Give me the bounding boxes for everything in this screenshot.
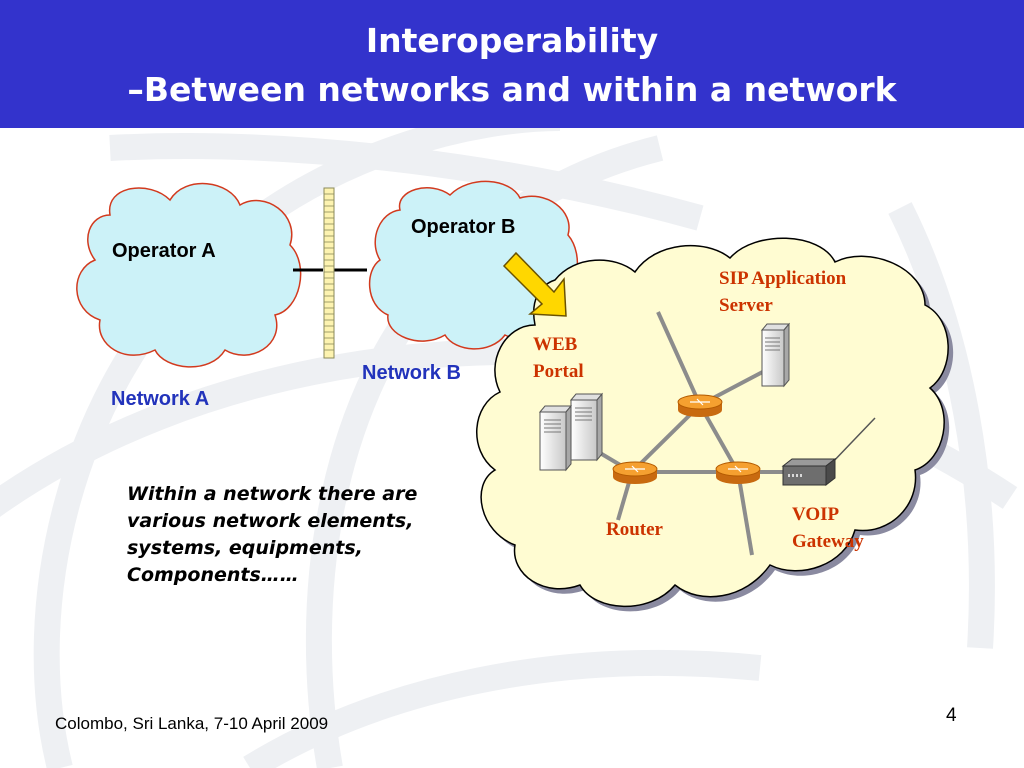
operator-b-label: Operator B	[411, 216, 516, 238]
slide-title-line-1: Interoperability	[365, 21, 659, 60]
web-server-icon	[569, 392, 604, 462]
sip-server-icon	[760, 322, 791, 388]
web-server-icon	[538, 404, 573, 472]
page-number: 4	[946, 705, 957, 726]
network-b-label: Network B	[362, 362, 461, 384]
network-a-label: Network A	[111, 388, 210, 410]
description-text: Within a network there are various netwo…	[127, 483, 418, 586]
router-label: Router	[606, 519, 663, 540]
slide-title-line-2: –Between networks and within a network	[127, 70, 897, 109]
web-portal-label: WEB Portal	[533, 334, 584, 382]
router-icon	[612, 461, 658, 484]
footer-location-date: Colombo, Sri Lanka, 7-10 April 2009	[55, 714, 329, 733]
sip-server-label: SIP Application Server	[719, 268, 847, 316]
operator-a-cloud	[76, 182, 302, 368]
zoom-arrow	[502, 251, 567, 317]
interconnect-ladder	[323, 187, 335, 359]
operator-a-label: Operator A	[112, 240, 216, 262]
router-icon	[677, 394, 723, 417]
voip-uplink	[829, 417, 876, 466]
voip-gateway-label: VOIP Gateway	[792, 504, 864, 552]
router-icon	[715, 461, 761, 484]
network-b-interior-cloud	[475, 237, 954, 612]
title-bar: Interoperability –Between networks and w…	[0, 0, 1024, 128]
voip-gateway-icon	[781, 457, 837, 487]
